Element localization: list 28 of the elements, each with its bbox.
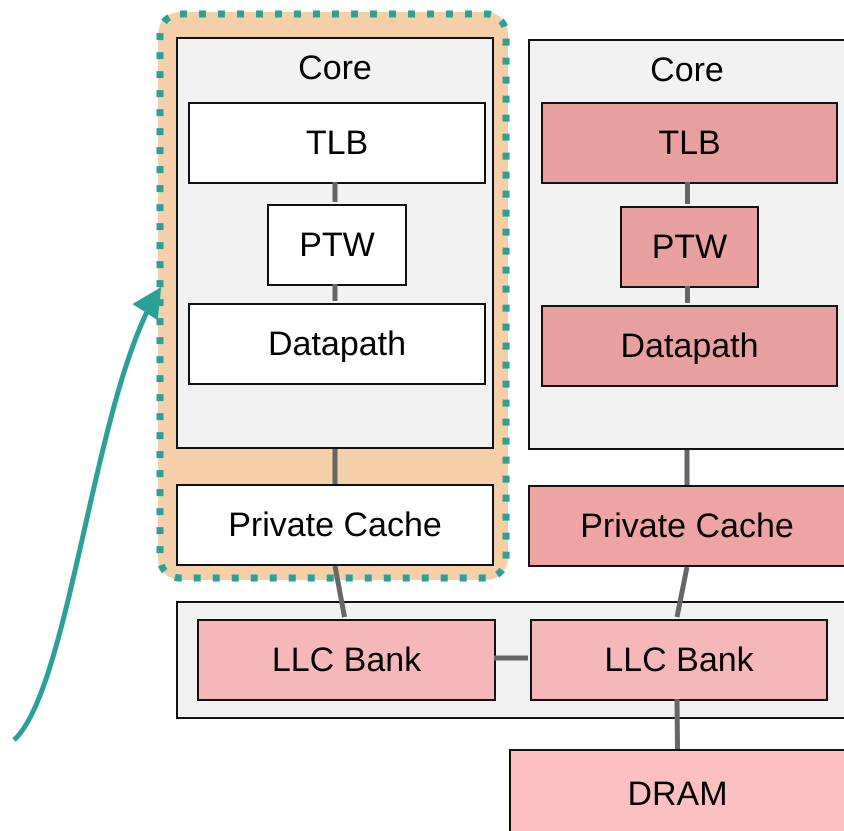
- component-box: Datapath: [188, 303, 486, 385]
- curved-arrow: [12, 286, 161, 742]
- core-box: [176, 37, 494, 449]
- component-box: LLC Bank: [530, 619, 828, 701]
- llc-container: [176, 601, 844, 719]
- box-title: Core: [297, 49, 373, 88]
- component-box: PTW: [267, 204, 407, 286]
- connector-line: [684, 450, 690, 485]
- connector-line: [332, 566, 347, 618]
- component-box: TLB: [541, 102, 838, 184]
- connector-line: [674, 698, 680, 750]
- core-box: [528, 39, 844, 450]
- component-box: PTW: [620, 206, 759, 288]
- component-box: DRAM: [509, 749, 844, 831]
- component-box: Private Cache: [176, 484, 494, 566]
- connector-line: [332, 449, 338, 484]
- connector-line: [685, 286, 690, 303]
- connector-line: [685, 182, 690, 204]
- box-title: Core: [649, 51, 725, 90]
- component-box: Private Cache: [528, 485, 844, 567]
- connector-line: [332, 182, 338, 202]
- component-box: TLB: [188, 102, 486, 184]
- connector-line: [332, 284, 338, 301]
- connector-line: [674, 566, 690, 618]
- component-box: LLC Bank: [197, 619, 496, 701]
- connector-line: [494, 656, 528, 660]
- highlight-region: [158, 12, 508, 580]
- component-box: Datapath: [541, 305, 838, 387]
